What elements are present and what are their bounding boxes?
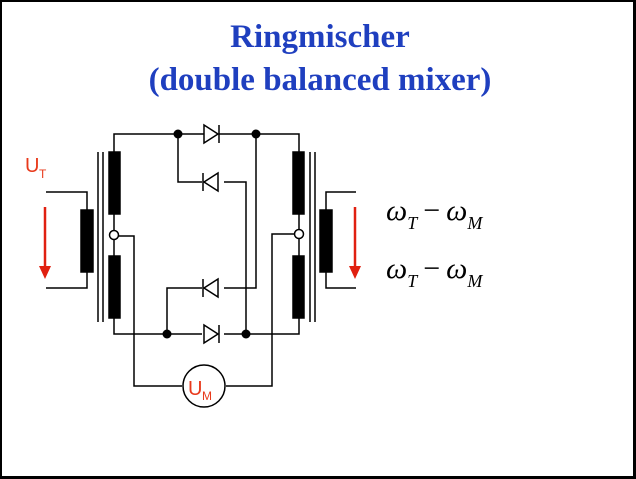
slide-subtitle: (double balanced mixer) — [148, 62, 492, 98]
formula-1: ωT−ωM — [386, 194, 483, 233]
um-source-circle — [182, 364, 226, 408]
center-taps — [108, 228, 305, 241]
formula-2-op: − — [423, 252, 441, 285]
um-label: U — [188, 378, 202, 400]
formula-2-b: ω — [446, 252, 468, 285]
ut-label: U — [25, 155, 39, 177]
ut-arrow-right — [349, 207, 361, 279]
right-transformer — [292, 151, 356, 322]
formula-1-b-sub: M — [467, 213, 483, 233]
ring-wiring — [113, 133, 300, 387]
slide-title: Ringmischer — [230, 19, 410, 55]
junction-dots — [162, 129, 261, 339]
formula-2-a: ω — [386, 252, 408, 285]
ut-arrow-left — [39, 207, 51, 279]
ut-label-group: U T — [25, 155, 47, 181]
um-label-sub: M — [202, 389, 212, 403]
formula-2: ωT−ωM — [386, 252, 483, 291]
um-source: U M — [182, 364, 226, 408]
ut-label-sub: T — [39, 167, 47, 181]
formula-2-a-sub: T — [407, 271, 418, 291]
diode-top — [202, 123, 224, 145]
diode-cross-lower — [202, 277, 219, 299]
diode-bottom — [203, 323, 220, 345]
diode-cross-upper — [202, 171, 219, 193]
formula-1-op: − — [423, 194, 441, 227]
formula-1-a: ω — [386, 194, 408, 227]
formula-1-b: ω — [446, 194, 468, 227]
formula-1-a-sub: T — [407, 213, 418, 233]
formula-2-b-sub: M — [467, 271, 483, 291]
left-transformer — [46, 151, 121, 322]
